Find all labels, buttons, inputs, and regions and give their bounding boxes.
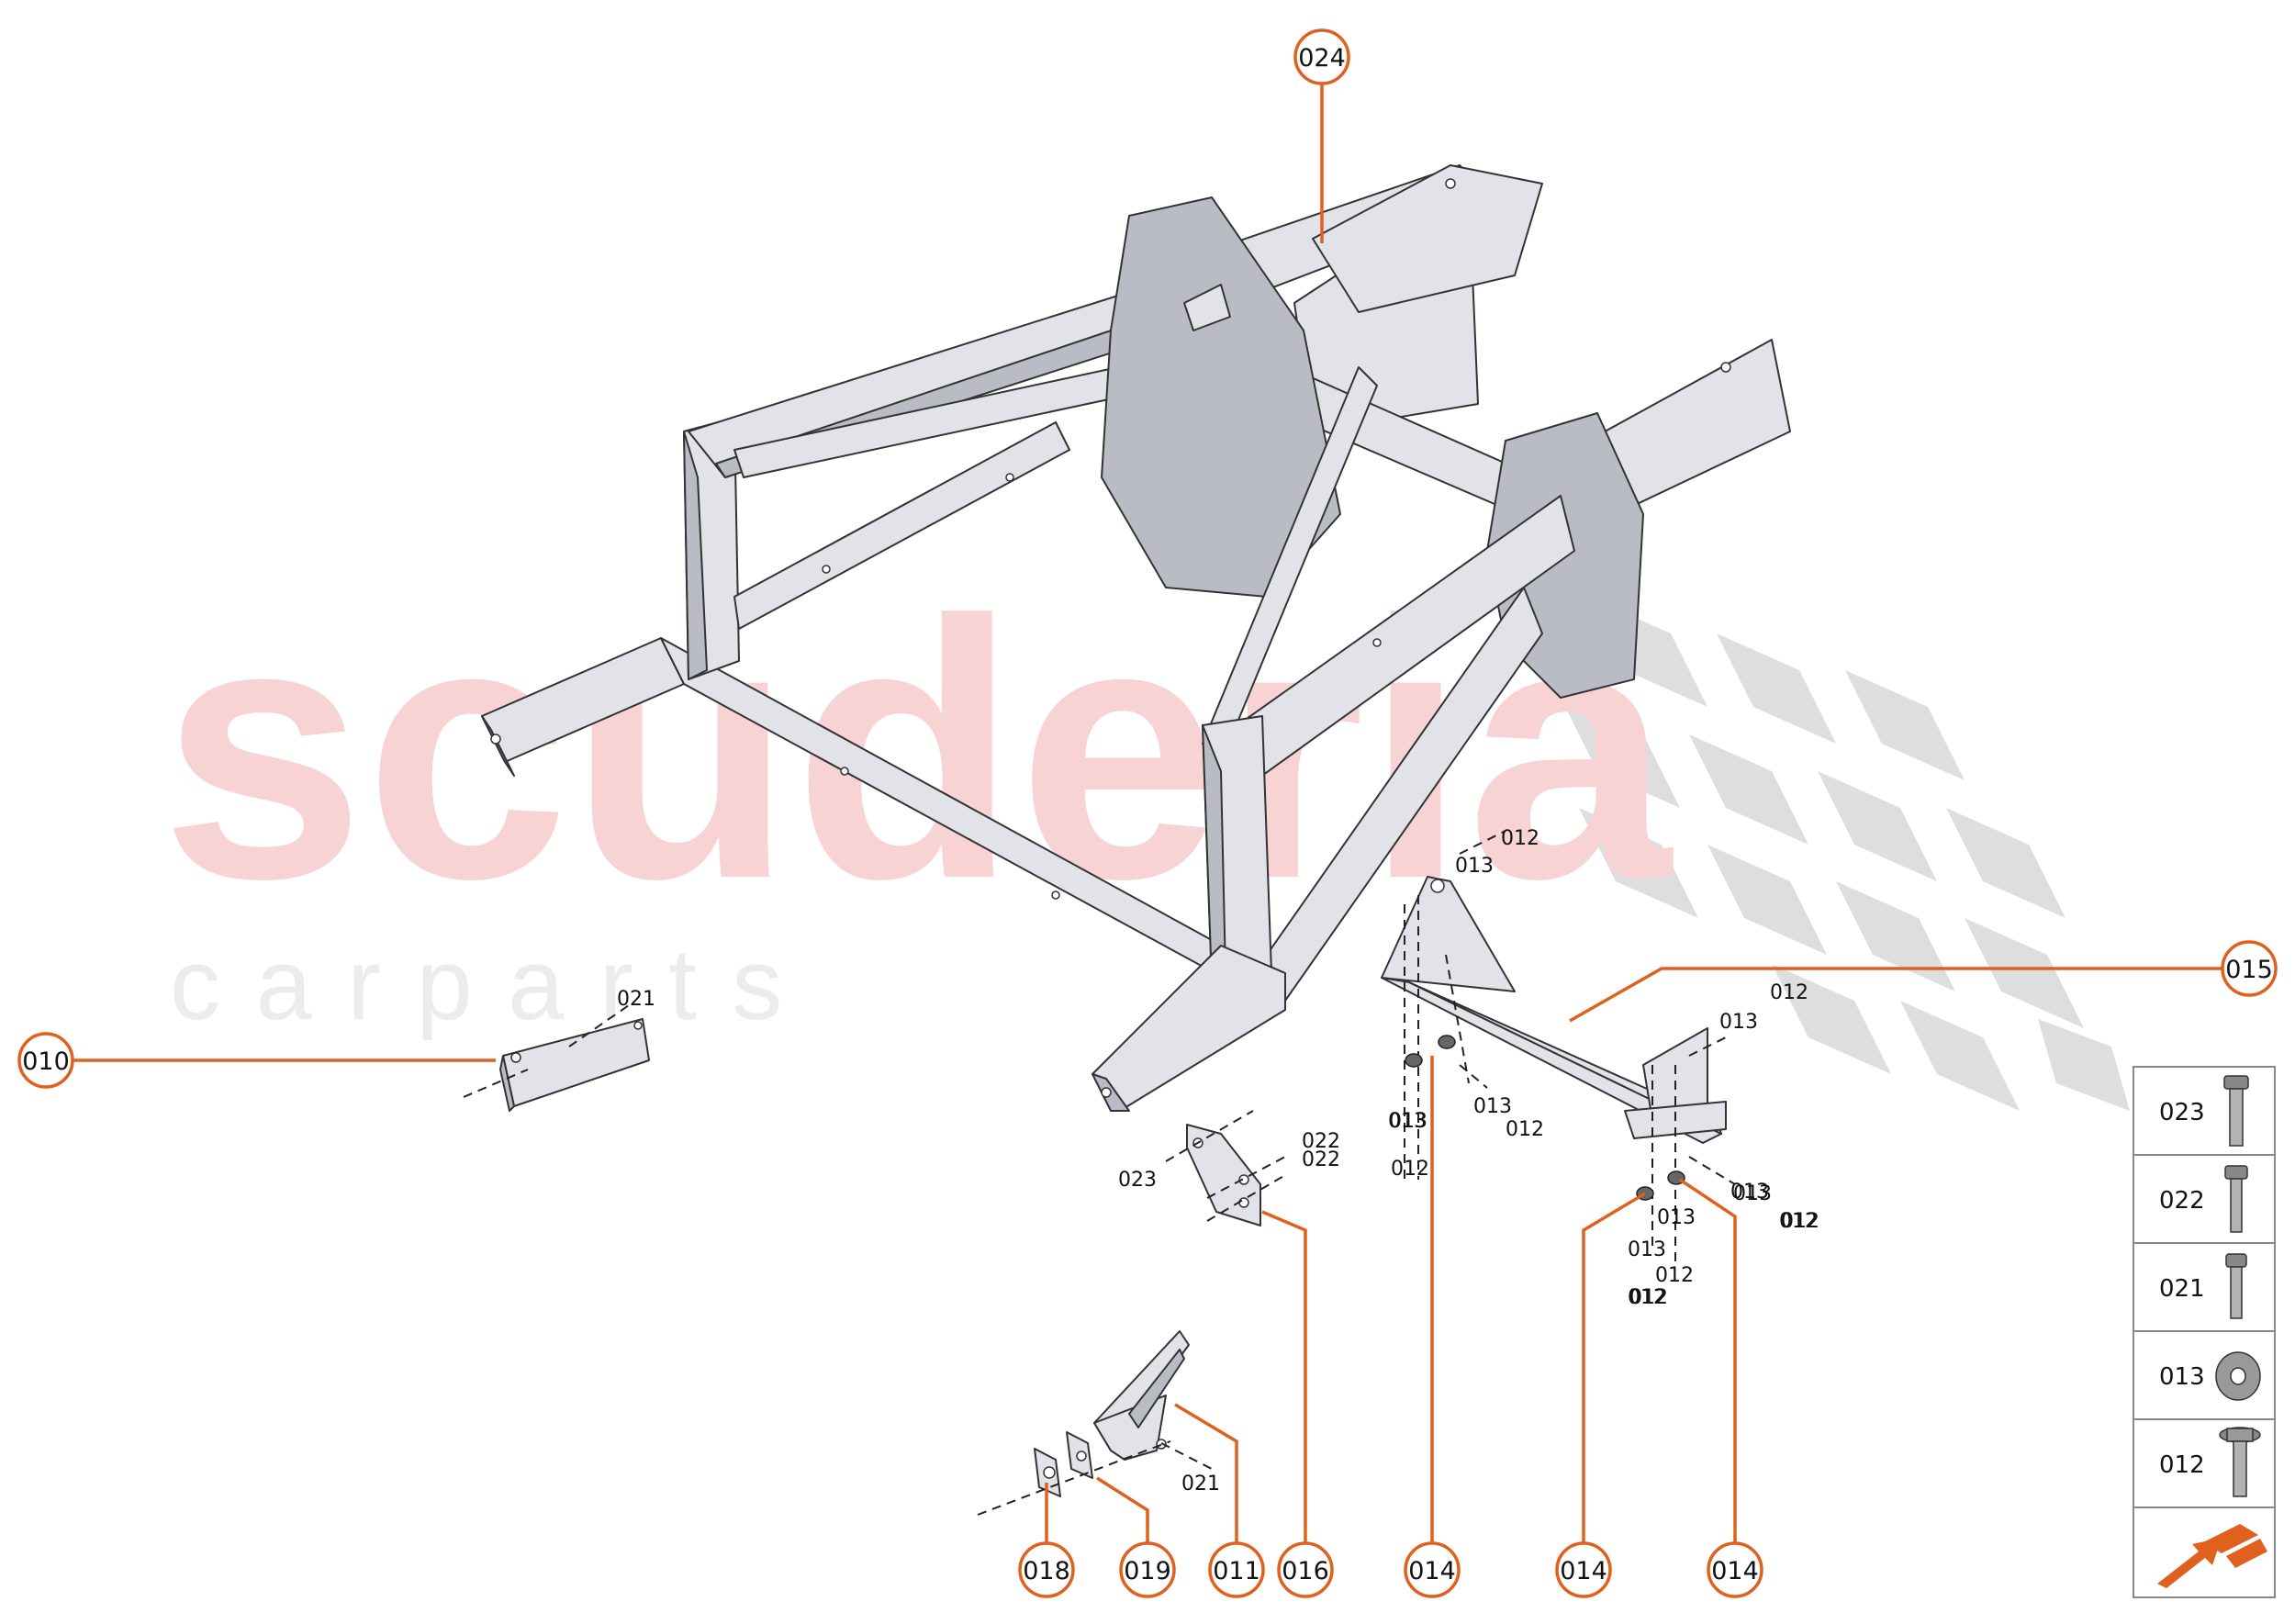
sub-label: 012 xyxy=(1629,1286,1668,1309)
legend-code: 021 xyxy=(2159,1275,2205,1303)
sub-label: 022 xyxy=(1302,1148,1340,1171)
legend-item-021[interactable]: 021 xyxy=(2159,1253,2247,1319)
bolt-icon xyxy=(2224,1165,2248,1233)
sub-label: 023 xyxy=(1118,1169,1157,1192)
callout-label: 011 xyxy=(1213,1557,1260,1585)
part-016-plate xyxy=(1165,1110,1286,1226)
sub-label: 012 xyxy=(1506,1118,1544,1141)
leader-lines xyxy=(72,83,2223,1545)
sub-label: 013 xyxy=(1628,1238,1666,1261)
sub-label: 012 xyxy=(1391,1158,1429,1181)
part-019-shim xyxy=(1066,1431,1093,1479)
callout-014-left[interactable]: 014 xyxy=(1404,1541,1461,1598)
callout-label: 014 xyxy=(1560,1557,1607,1585)
legend-item-022[interactable]: 022 xyxy=(2159,1165,2248,1233)
callout-label: 015 xyxy=(2225,956,2273,984)
legend-item-013[interactable]: 013 xyxy=(2159,1351,2261,1401)
sub-label: 012 xyxy=(1655,1264,1694,1287)
sub-label: 013 xyxy=(1455,855,1494,878)
sub-label: 013 xyxy=(1657,1206,1696,1229)
next-page-arrow-icon[interactable] xyxy=(2157,1524,2267,1588)
callout-label: 014 xyxy=(1711,1557,1759,1585)
sub-label: 013 xyxy=(1389,1110,1427,1133)
callout-label: 019 xyxy=(1124,1557,1171,1585)
part-018-shim xyxy=(1034,1448,1061,1497)
callout-014-right[interactable]: 014 xyxy=(1707,1541,1763,1598)
sub-label: 013 xyxy=(1730,1181,1769,1204)
flange-bolt-icon xyxy=(2219,1427,2261,1497)
legend-code: 023 xyxy=(2159,1099,2205,1126)
sub-label: 021 xyxy=(1181,1473,1220,1495)
sub-label: 013 xyxy=(1733,1182,1772,1205)
chassis-subframe xyxy=(481,164,1791,1112)
checkered-flag-watermark xyxy=(1561,597,2130,1111)
callout-015[interactable]: 015 xyxy=(2221,940,2278,997)
sub-label: 012 xyxy=(1501,827,1539,850)
sub-label: 013 xyxy=(1473,1095,1512,1118)
sub-part-labels: 021 012 013 013 012 013 012 012 013 013 … xyxy=(617,827,1819,1495)
legend-item-023[interactable]: 023 xyxy=(2159,1075,2249,1147)
legend-code: 012 xyxy=(2159,1451,2205,1479)
legend-code: 013 xyxy=(2159,1363,2205,1391)
watermark-carparts: c a r p a r t s xyxy=(170,928,786,1041)
callout-024[interactable]: 024 xyxy=(1293,28,1350,85)
sub-label: 013 xyxy=(1388,1110,1427,1133)
part-011-bracket xyxy=(1093,1330,1190,1461)
sub-label: 012 xyxy=(1628,1286,1666,1309)
sub-label: 012 xyxy=(1781,1210,1819,1233)
part-010-bracket xyxy=(463,1004,650,1112)
callout-018[interactable]: 018 xyxy=(1018,1541,1075,1598)
callout-label: 010 xyxy=(22,1047,70,1076)
callout-016[interactable]: 016 xyxy=(1277,1541,1334,1598)
callout-label: 016 xyxy=(1282,1557,1329,1585)
long-bolt-icon xyxy=(2223,1075,2249,1147)
callout-label: 018 xyxy=(1023,1557,1070,1585)
sub-label: 021 xyxy=(617,988,655,1011)
washer-icon xyxy=(2215,1351,2261,1401)
callout-014-middle[interactable]: 014 xyxy=(1555,1541,1612,1598)
sub-label: 022 xyxy=(1302,1130,1340,1153)
callout-label: 014 xyxy=(1408,1557,1456,1585)
part-015-bracket xyxy=(1381,830,1736,1267)
callout-019[interactable]: 019 xyxy=(1119,1541,1176,1598)
short-bolt-icon xyxy=(2225,1253,2247,1319)
sub-label: 012 xyxy=(1779,1210,1818,1233)
legend-code: 022 xyxy=(2159,1187,2205,1215)
fastener-legend: 023 022 021 013 xyxy=(2133,1066,2276,1598)
callout-010[interactable]: 010 xyxy=(17,1032,74,1089)
callout-011[interactable]: 011 xyxy=(1208,1541,1265,1598)
sub-label: 013 xyxy=(1719,1011,1758,1034)
legend-item-012[interactable]: 012 xyxy=(2159,1427,2261,1497)
callout-label: 024 xyxy=(1298,44,1346,73)
sub-label: 012 xyxy=(1770,981,1808,1004)
